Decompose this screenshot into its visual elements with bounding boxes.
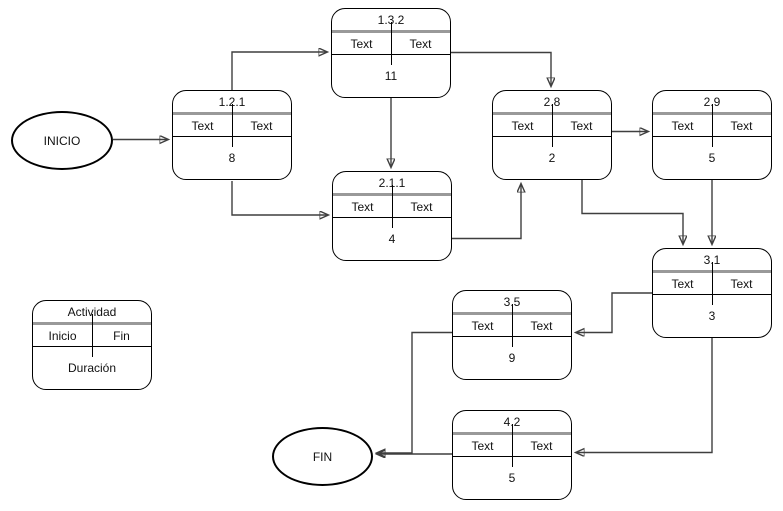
legend-title: Actividad [67,304,117,319]
edge-3-1-3-5 [576,292,652,333]
cell-divider [231,104,233,147]
node-start-cell: Text [191,118,214,133]
legend-node: Actividad Inicio Fin Duración [32,300,152,390]
node-title: 3.1 [703,252,721,267]
cell-divider [91,314,93,357]
activity-node-3-5: 3.5 Text Text 9 [452,290,572,380]
activity-node-2-8: 2.8 Text Text 2 [492,90,612,180]
node-end-cell: Text [730,276,753,291]
node-start-cell: Text [671,276,694,291]
node-end-cell: Text [730,118,753,133]
node-title: 4.2 [503,414,521,429]
node-title: 1.3.2 [377,12,405,27]
end-terminal: FIN [272,427,373,486]
node-title: 2.1.1 [378,175,406,190]
node-start-cell: Text [471,318,494,333]
edge-2-1-1-2-8 [452,184,521,240]
start-terminal-label: INICIO [43,133,81,148]
node-duration: 4 [388,232,396,246]
node-start-cell: Text [511,118,534,133]
edge-3-1-4-2 [576,338,713,453]
node-title: 2.8 [543,94,561,109]
activity-node-2-9: 2.9 Text Text 5 [652,90,772,180]
cell-divider [551,104,553,147]
cell-divider [511,424,513,467]
cell-divider [391,185,393,228]
legend-start-cell: Inicio [48,328,77,343]
cell-divider [511,304,513,347]
cell-divider [711,104,713,147]
node-duration: 11 [384,69,398,83]
node-duration: 5 [508,471,516,485]
edge-2-8-3-1 [581,180,683,244]
activity-node-3-1: 3.1 Text Text 3 [652,248,772,338]
edge-3-5-fin [377,331,452,454]
legend-duration-cell: Duración [67,361,117,375]
start-terminal: INICIO [11,111,113,170]
node-duration: 3 [708,309,716,323]
node-duration: 5 [708,151,716,165]
activity-node-2-1-1: 2.1.1 Text Text 4 [332,171,452,261]
node-title: 1.2.1 [218,94,246,109]
activity-node-1-2-1: 1.2.1 Text Text 8 [172,90,292,180]
legend-end-cell: Fin [113,328,130,343]
node-start-cell: Text [471,438,494,453]
node-end-cell: Text [410,199,433,214]
activity-node-4-2: 4.2 Text Text 5 [452,410,572,500]
activity-node-1-3-2: 1.3.2 Text Text 11 [331,8,451,98]
edge-1-3-2-2-8 [451,51,551,87]
node-title: 3.5 [503,294,521,309]
node-duration: 2 [548,151,556,165]
node-start-cell: Text [351,199,374,214]
node-end-cell: Text [570,118,593,133]
end-terminal-label: FIN [312,449,333,464]
cell-divider [711,262,713,305]
node-duration: 9 [508,351,516,365]
node-end-cell: Text [250,118,273,133]
node-title: 2.9 [703,94,721,109]
node-end-cell: Text [530,318,553,333]
node-start-cell: Text [350,36,373,51]
node-end-cell: Text [530,438,553,453]
cell-divider [390,22,392,65]
edge-1-2-1-2-1-1 [231,181,328,215]
node-duration: 8 [228,151,236,165]
node-start-cell: Text [671,118,694,133]
node-end-cell: Text [409,36,432,51]
edge-1-2-1-1-3-2 [231,52,327,90]
